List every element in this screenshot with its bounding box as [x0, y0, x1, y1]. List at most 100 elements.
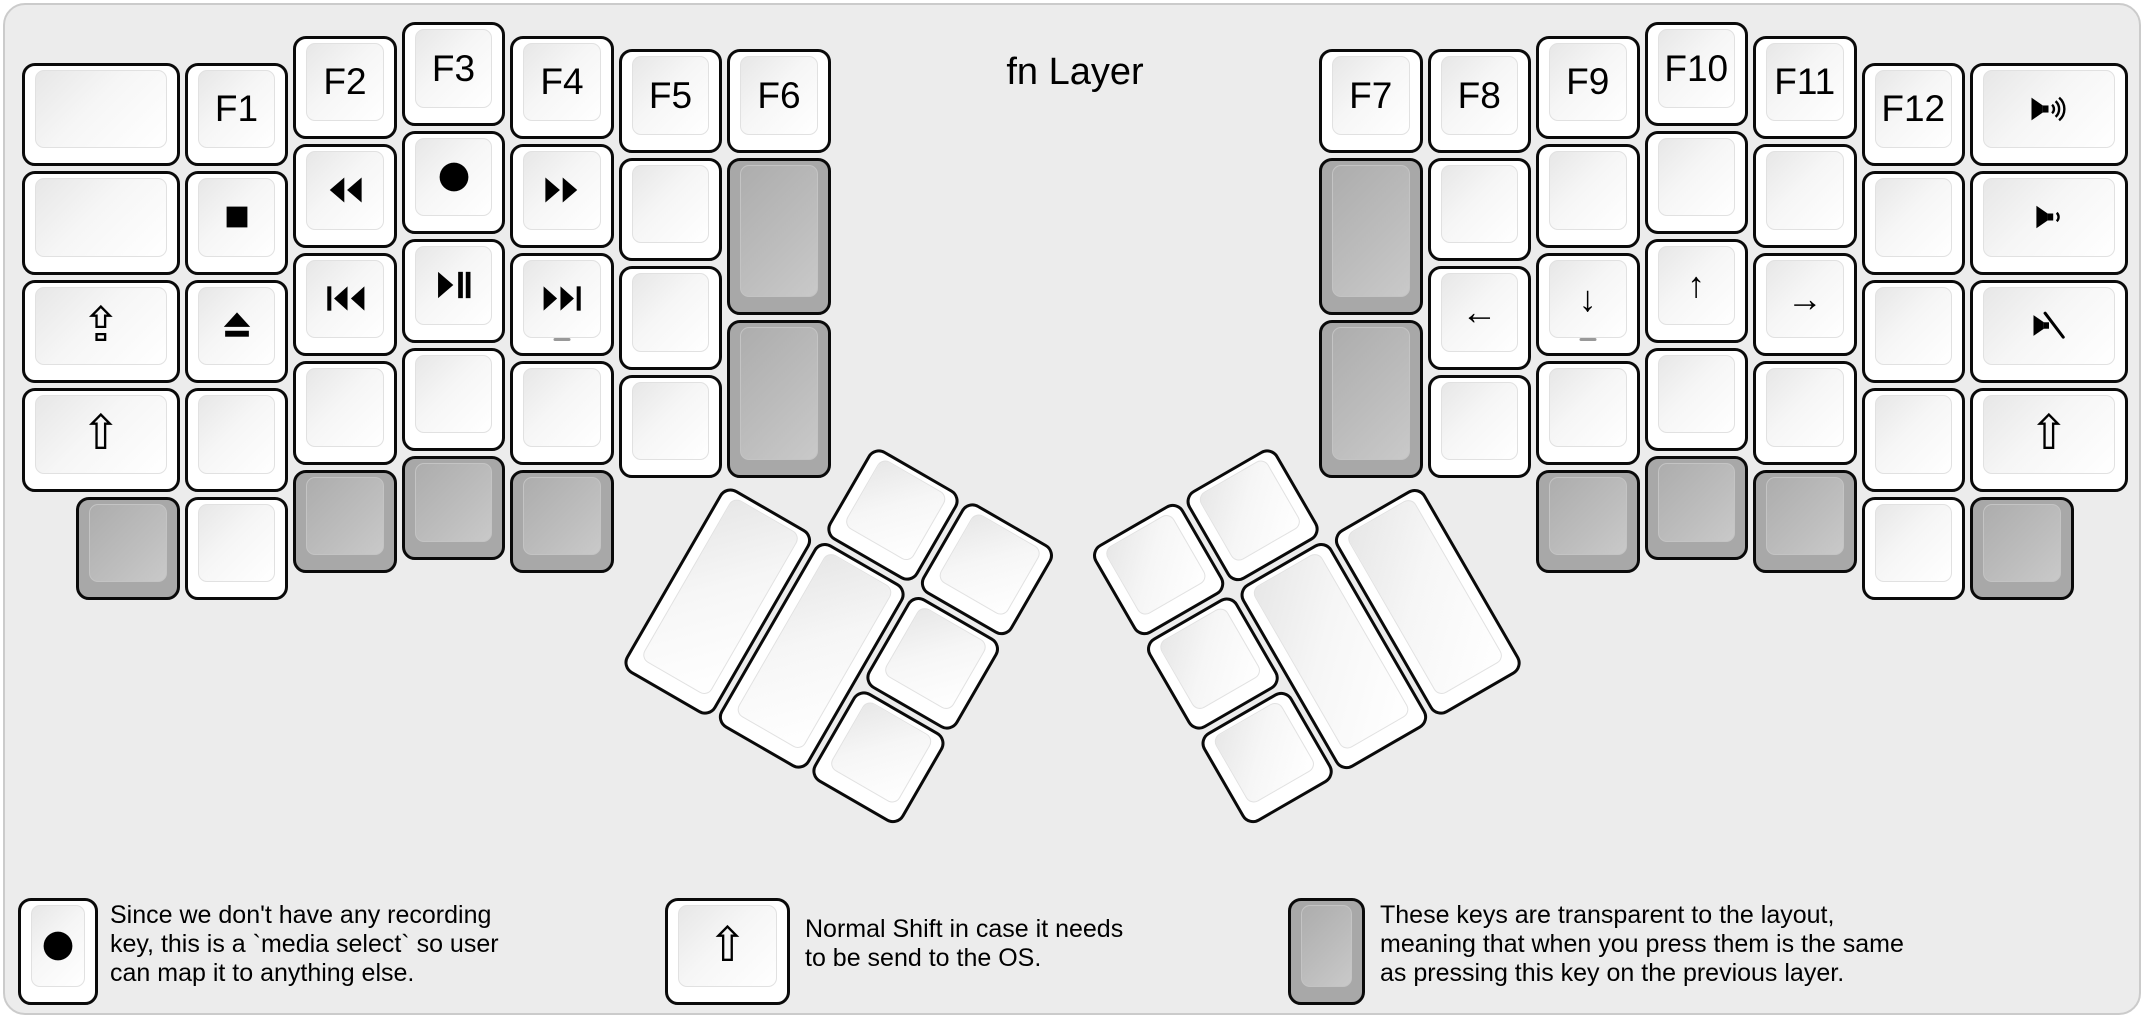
key-f4[interactable]: F4: [510, 35, 614, 140]
key-blank[interactable]: [1644, 130, 1748, 234]
key-blank[interactable]: [510, 361, 614, 465]
key-play-pause[interactable]: [401, 239, 506, 343]
key-transparent[interactable]: [1319, 320, 1423, 479]
key-blank[interactable]: [1861, 496, 1965, 601]
key-shift-right[interactable]: ⇧: [1970, 388, 2128, 492]
key-media-select[interactable]: [401, 130, 506, 234]
key-skip-back[interactable]: [293, 252, 397, 357]
vol-up-icon: [2031, 96, 2066, 122]
key-transparent[interactable]: [1970, 496, 2074, 601]
transparent-note-text: These keys are transparent to the layout…: [1380, 901, 1904, 988]
keycap-surface: [523, 151, 601, 230]
key-blank[interactable]: [618, 374, 723, 479]
key-f10[interactable]: F10: [1644, 22, 1748, 126]
key-volume-down[interactable]: [1970, 171, 2128, 275]
key-f3[interactable]: F3: [401, 22, 506, 126]
key-f6[interactable]: F6: [727, 49, 831, 153]
play-pause-icon: [437, 272, 470, 299]
key-blank[interactable]: [1644, 347, 1748, 451]
keycap-surface: F5: [631, 56, 710, 135]
key-blank[interactable]: [618, 266, 723, 370]
keycap-surface: [1210, 699, 1318, 806]
key-eject[interactable]: [184, 279, 289, 384]
key-blank[interactable]: [1861, 388, 1965, 492]
keycap-surface: ⇧: [35, 395, 167, 474]
key-label: F2: [323, 61, 367, 103]
key-label: F8: [1457, 74, 1501, 116]
key-mute[interactable]: [1970, 279, 2128, 384]
key-f9[interactable]: F9: [1536, 35, 1640, 140]
key-label: F12: [1881, 88, 1946, 130]
key-f1[interactable]: F1: [184, 62, 289, 167]
key-transparent[interactable]: [1536, 469, 1640, 574]
key-label: ←: [1461, 291, 1498, 333]
keycap-surface: [1766, 151, 1844, 230]
key-blank[interactable]: [1536, 144, 1640, 248]
key-volume-up[interactable]: [1970, 62, 2128, 167]
key-label: F3: [431, 47, 476, 89]
key-blank[interactable]: [618, 157, 723, 262]
homing-bar: [553, 338, 571, 342]
key-caps-lock[interactable]: ⇪: [22, 279, 180, 384]
key-transparent-example: [1288, 898, 1365, 1005]
key-label: ⇧: [80, 407, 121, 461]
key-blank[interactable]: [1753, 361, 1857, 465]
keycap-surface: [414, 354, 493, 433]
key-blank[interactable]: [1861, 171, 1965, 275]
key-transparent[interactable]: [1644, 456, 1748, 560]
key-label: F9: [1566, 61, 1610, 103]
keycap-surface: ⇧: [1983, 395, 2115, 474]
key-stop[interactable]: [184, 171, 289, 275]
key-transparent[interactable]: [510, 469, 614, 574]
key-f2[interactable]: F2: [293, 35, 397, 140]
key-record-example: [18, 898, 98, 1005]
key-blank[interactable]: [1753, 144, 1857, 248]
key-rewind[interactable]: [293, 144, 397, 248]
key-label: F7: [1349, 74, 1393, 116]
key-f7[interactable]: F7: [1319, 49, 1423, 153]
key-transparent[interactable]: [727, 320, 831, 479]
key-arrow-right[interactable]: →: [1753, 252, 1857, 357]
key-blank[interactable]: [1861, 279, 1965, 384]
key-blank[interactable]: [1427, 157, 1531, 262]
key-blank[interactable]: [184, 496, 289, 601]
key-arrow-left[interactable]: ←: [1427, 266, 1531, 370]
key-arrow-up[interactable]: ↑: [1644, 239, 1748, 343]
key-fast-forward[interactable]: [510, 144, 614, 248]
key-arrow-down[interactable]: ↓: [1536, 252, 1640, 357]
keycap-surface: [842, 456, 949, 564]
key-blank[interactable]: [1427, 374, 1531, 479]
key-transparent[interactable]: [1319, 157, 1423, 316]
keycap-surface: [1983, 69, 2115, 149]
key-transparent[interactable]: [76, 496, 180, 601]
key-blank[interactable]: [1536, 361, 1640, 465]
key-f5[interactable]: F5: [618, 49, 723, 153]
key-blank[interactable]: [22, 171, 180, 275]
key-blank[interactable]: [293, 361, 397, 465]
keycap-surface: [1983, 503, 2061, 583]
keycap-surface: F9: [1549, 42, 1627, 122]
legend-line: Since we don't have any recording: [110, 901, 492, 929]
vol-down-icon: [2036, 206, 2060, 229]
keycap-surface: F6: [740, 56, 818, 135]
keycap-surface: [1332, 164, 1410, 298]
keycap-surface: [1332, 327, 1410, 461]
key-transparent[interactable]: [1753, 469, 1857, 574]
key-blank[interactable]: [22, 62, 180, 167]
key-shift-left[interactable]: ⇧: [22, 388, 180, 492]
key-transparent[interactable]: [401, 456, 506, 560]
key-f8[interactable]: F8: [1427, 49, 1531, 153]
keycap-surface: [631, 164, 710, 244]
key-f11[interactable]: F11: [1753, 35, 1857, 140]
key-transparent[interactable]: [727, 157, 831, 316]
keycap-surface: [1983, 286, 2115, 366]
keycap-surface: F1: [197, 69, 276, 149]
key-blank[interactable]: [184, 388, 289, 492]
key-blank[interactable]: [401, 347, 506, 451]
keycap-surface: [306, 368, 384, 447]
key-shift-example: ⇧: [665, 898, 790, 1005]
key-f12[interactable]: F12: [1861, 62, 1965, 167]
key-skip-end[interactable]: [510, 252, 614, 357]
key-transparent[interactable]: [293, 469, 397, 574]
